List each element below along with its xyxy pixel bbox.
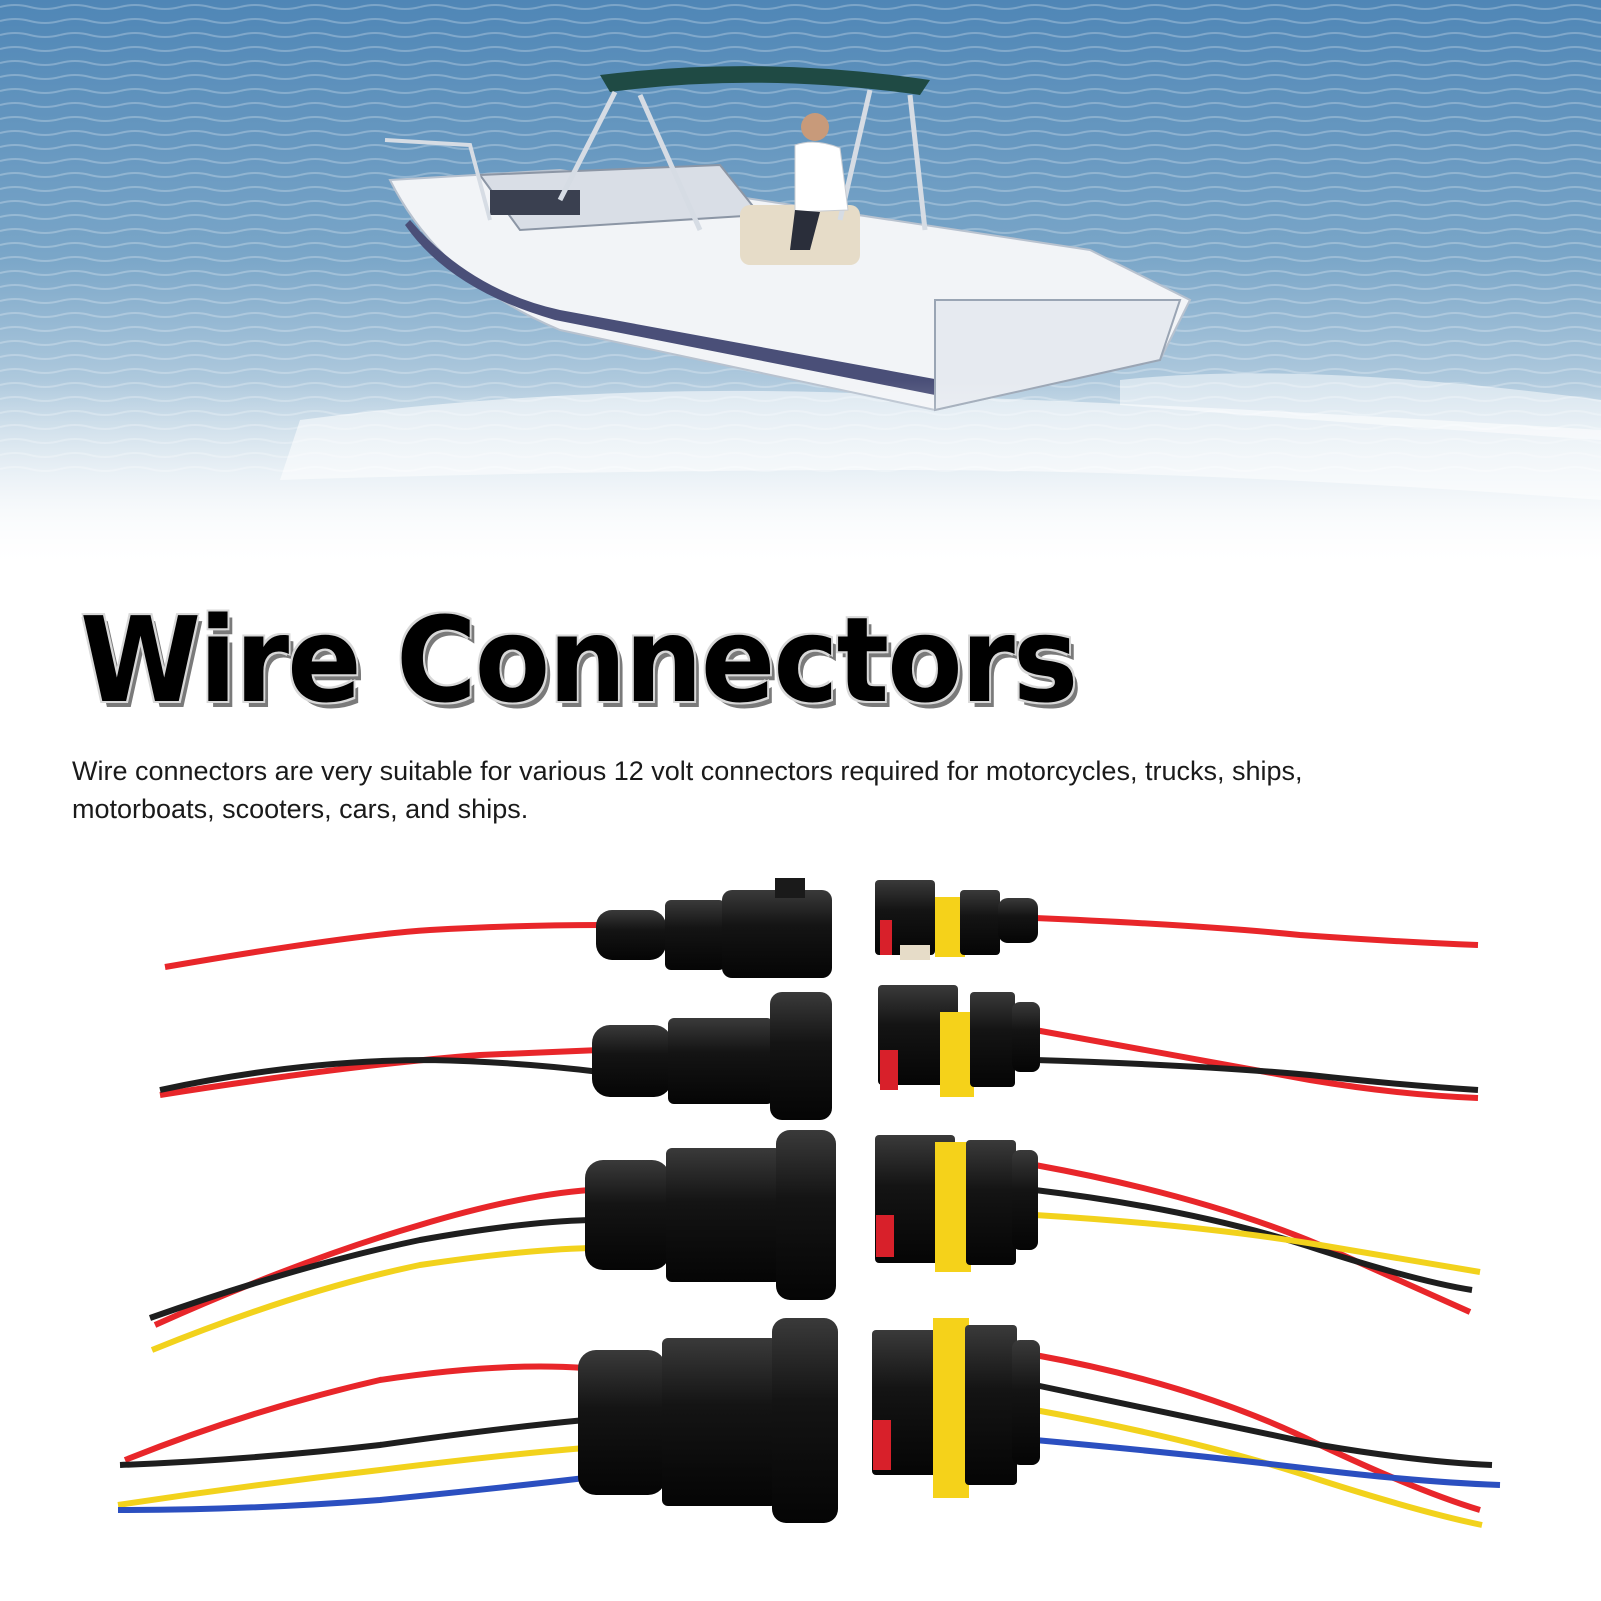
male-connector-2-pin (592, 992, 832, 1120)
male-connector-3-pin (585, 1130, 836, 1300)
connector-pair-3-pin (149, 1130, 1481, 1353)
connector-pair-1-pin (164, 878, 1479, 978)
product-description: Wire connectors are very suitable for va… (72, 756, 1303, 824)
motorboat-hero-image (0, 0, 1601, 570)
connector-pair-4-pin (117, 1318, 1501, 1528)
female-connector-1-pin (875, 880, 1038, 960)
wire-connector-set-image (117, 878, 1501, 1528)
female-connector-3-pin (875, 1135, 1038, 1272)
page-title: Wire Connectors (80, 591, 1078, 729)
boat-icon (384, 66, 1192, 412)
female-connector-4-pin (872, 1318, 1040, 1498)
female-connector-2-pin (878, 985, 1040, 1097)
connector-pair-2-pin (159, 985, 1479, 1120)
male-connector-1-pin (596, 878, 832, 978)
male-connector-4-pin (578, 1318, 838, 1523)
